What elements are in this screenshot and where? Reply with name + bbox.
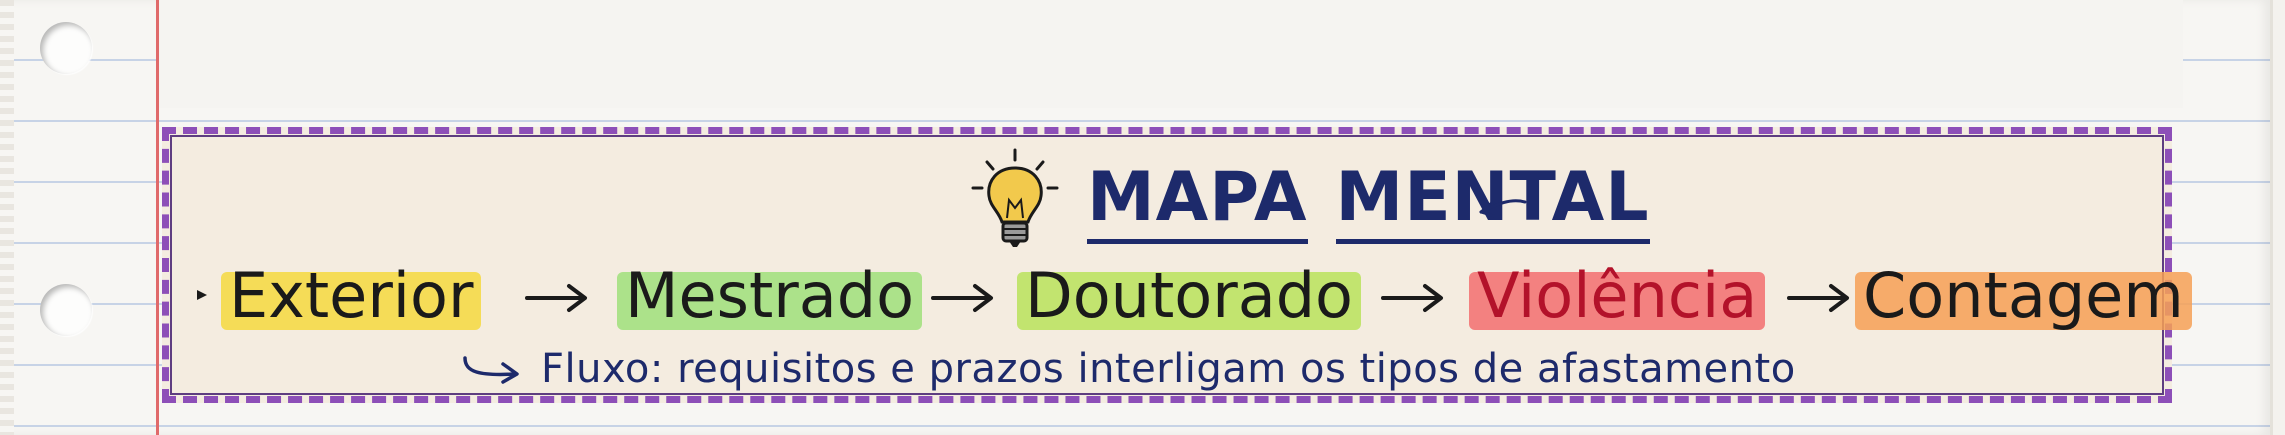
flow-row: Exterior Mestrado Doutorado Violênc: [183, 252, 2192, 342]
binder-hole: [40, 22, 92, 74]
highlight: [1855, 272, 2192, 330]
curved-arrow-icon: [1479, 199, 1527, 218]
arrow-right-icon: [1787, 284, 1849, 312]
term-label: Doutorado: [1025, 259, 1353, 332]
highlight: [617, 272, 923, 330]
highlight: [1469, 272, 1766, 330]
highlight: [221, 272, 482, 330]
term-label: Exterior: [229, 259, 474, 332]
flow-term-doutorado: Doutorado: [1017, 256, 1361, 336]
title-row: MAPA MENTAL: [169, 142, 2165, 262]
bullet-arrow-icon: [197, 290, 207, 300]
flow-term-mestrado: Mestrado: [617, 256, 923, 336]
title-word-1: MAPA: [1087, 158, 1308, 244]
mind-map-card: MAPA MENTAL Exterior Mestrado: [162, 127, 2192, 403]
flow-term-contagem: Contagem: [1855, 256, 2192, 336]
hook-arrow-icon: [463, 356, 519, 384]
term-label: Mestrado: [625, 259, 915, 332]
arrow-right-icon: [1381, 284, 1443, 312]
lightbulb-icon: [971, 148, 1059, 247]
torn-edge: [0, 0, 14, 435]
arrow-right-icon: [931, 284, 993, 312]
title-word-2: MENTAL: [1335, 158, 1650, 244]
term-label: Contagem: [1863, 259, 2184, 332]
arrow-right-icon: [525, 284, 587, 312]
flow-term-violencia: Violência: [1469, 256, 1766, 336]
flow-term-exterior: Exterior: [221, 256, 482, 336]
page-top-band: [158, 0, 2183, 108]
note-text: Fluxo: requisitos e prazos interligam os…: [541, 346, 1796, 392]
margin-line: [156, 0, 159, 435]
binder-hole: [40, 284, 92, 336]
page-title: MAPA MENTAL: [1087, 158, 1650, 244]
highlight: [1017, 272, 1361, 330]
term-label: Violência: [1477, 259, 1758, 332]
